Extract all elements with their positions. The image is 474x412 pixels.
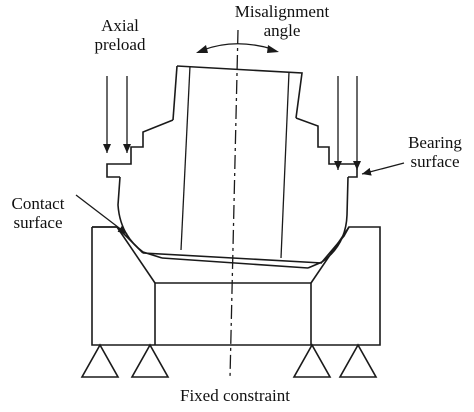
contact-surface-label: Contact surface — [11, 194, 65, 232]
bearing-surface-label: Bearing surface — [408, 133, 462, 171]
fixed-constraint-label: Fixed constraint — [179, 386, 290, 405]
misalignment-angle-label: Misalignment angle — [234, 2, 330, 40]
bearing-housing — [106, 117, 358, 269]
tilted-shaft — [172, 65, 303, 259]
fixed-constraint-supports — [80, 343, 378, 378]
contact-surface-leader — [75, 194, 128, 235]
misalignment-angle-arc — [196, 43, 279, 53]
bearing-surface-leader — [361, 162, 405, 176]
center-line — [229, 29, 239, 379]
fixed-base — [91, 226, 381, 346]
axial-preload-arrows-left — [103, 76, 131, 153]
axial-preload-label: Axial preload — [94, 16, 146, 54]
axial-preload-arrows-right — [334, 76, 361, 170]
